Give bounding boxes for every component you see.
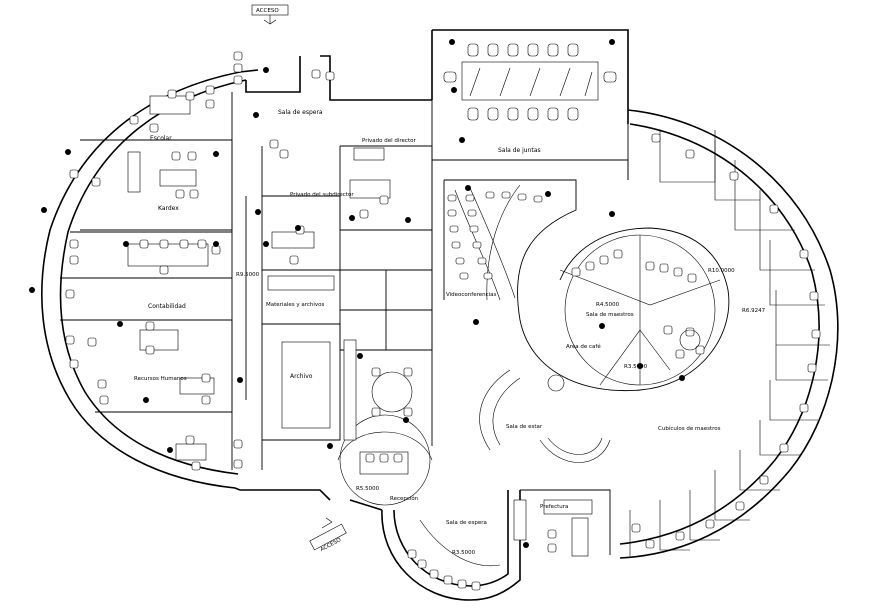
label-videoconferencias: Videoconferencias (446, 292, 497, 298)
label-recepcion: Recepción (390, 495, 419, 502)
label-materiales-archivos: Materiales y archivos (266, 302, 325, 308)
label-acceso-top: ACCESO (256, 8, 279, 14)
label-escolar: Escolar (150, 135, 172, 142)
round-rooms (519, 227, 730, 392)
plants (29, 39, 685, 548)
outer-walls (41, 29, 839, 601)
label-kardex: Kardex (158, 205, 179, 212)
label-archivo: Archivo (290, 373, 313, 380)
meeting-table (443, 43, 617, 121)
dimension-r3-bottom: R3.5000 (452, 550, 476, 556)
label-sala-maestros: Sala de maestros (586, 312, 634, 318)
access-markers (251, 4, 347, 551)
label-privado-subdirector: Privado del subdirector (290, 192, 354, 198)
label-sala-espera-top: Sala de espera (278, 109, 323, 116)
videoconference-seating (447, 184, 543, 301)
dimension-r6: R6.9247 (742, 308, 766, 314)
label-cubiculos-maestros: Cubículos de maestros (658, 425, 721, 432)
reception-area (337, 414, 501, 591)
label-sala-espera-bottom: Sala de espera (446, 520, 487, 526)
label-contabilidad: Contabilidad (148, 303, 186, 310)
maestros-round-table (679, 329, 701, 351)
dimension-r4: R4.5000 (596, 302, 620, 308)
dimension-r10: R10.0000 (708, 268, 735, 274)
label-recursos-humanos: Recursos Humanos (134, 376, 187, 382)
office-chairs (65, 51, 821, 553)
archive-units (267, 275, 413, 441)
label-prefectura: Prefectura (540, 504, 568, 510)
cubicle-partitions (629, 130, 830, 556)
dimension-r3-cafe: R3.5000 (624, 364, 648, 370)
label-sala-estar: Sala de estar (506, 424, 543, 430)
interior-walls (60, 92, 629, 555)
label-privado-director: Privado del director (362, 138, 416, 144)
access-bottom-box (309, 523, 347, 551)
office-desks (127, 95, 593, 557)
label-sala-juntas: Sala de juntas (498, 147, 541, 154)
dimension-r9500: R9.5000 (236, 272, 260, 278)
lounge-sofas (479, 369, 611, 463)
label-area-cafe: Area de café (566, 343, 601, 350)
dimension-r5-recep: R5.5000 (356, 486, 380, 492)
